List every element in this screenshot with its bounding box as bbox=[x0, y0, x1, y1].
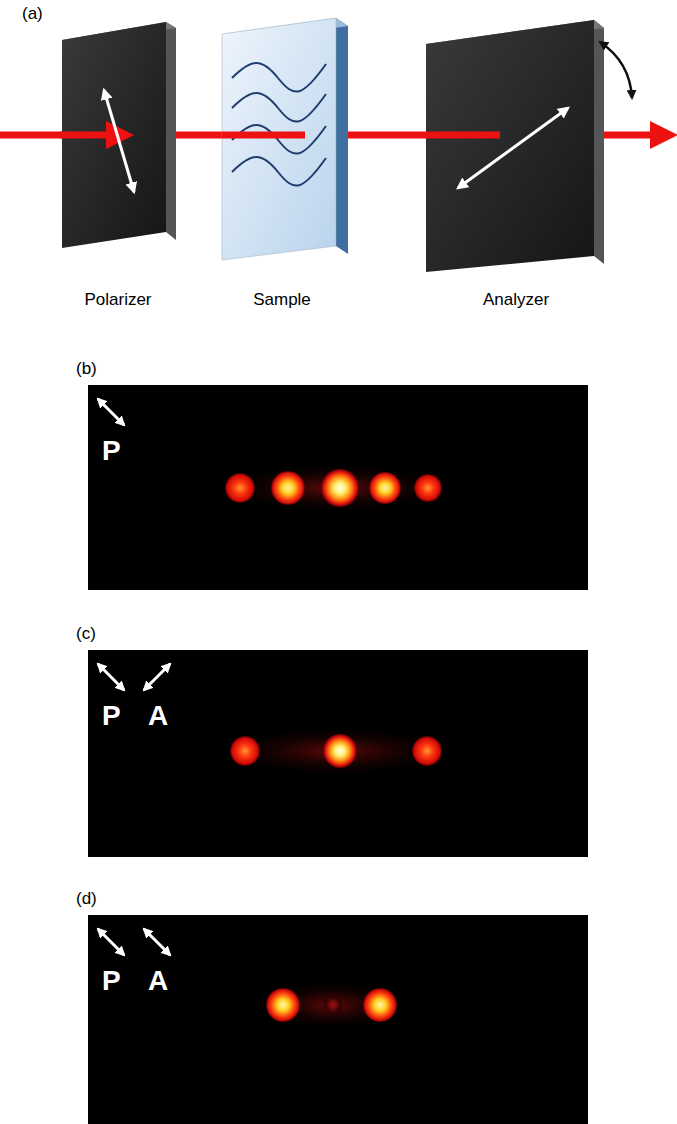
diffraction-pattern bbox=[88, 650, 588, 857]
diffraction-spot bbox=[369, 472, 401, 504]
diffraction-spot bbox=[225, 473, 255, 503]
polarizer-letter: P bbox=[102, 965, 121, 997]
panel-label: (c) bbox=[76, 624, 96, 644]
polarization-icon bbox=[98, 399, 124, 425]
laser-beam bbox=[176, 132, 222, 139]
diffraction-spot bbox=[324, 996, 342, 1014]
component-label: Polarizer bbox=[84, 290, 151, 310]
laser-beam bbox=[348, 132, 428, 139]
polarizer-letter: A bbox=[148, 965, 168, 997]
diffraction-pattern bbox=[88, 915, 588, 1124]
component-label: Analyzer bbox=[483, 290, 549, 310]
image-panel: (d)PA bbox=[88, 915, 588, 1124]
polarizer-letter: P bbox=[102, 700, 121, 732]
analyzer-plate bbox=[426, 20, 604, 272]
polarizer-letter: A bbox=[148, 700, 168, 732]
diffraction-glow bbox=[253, 979, 410, 1031]
diffraction-glow bbox=[215, 725, 457, 777]
diffraction-spot bbox=[363, 988, 397, 1022]
laser-beam bbox=[222, 132, 305, 139]
diffraction-spot bbox=[323, 734, 357, 768]
sample-plate bbox=[222, 18, 348, 260]
diffraction-spot bbox=[271, 471, 305, 505]
laser-beam bbox=[60, 132, 120, 139]
polarization-icon bbox=[144, 664, 170, 690]
polarization-icon bbox=[144, 929, 170, 955]
image-panel: (b)P bbox=[88, 385, 588, 590]
laser-beam bbox=[426, 132, 500, 139]
diffraction-pattern bbox=[88, 385, 588, 590]
rotation-arrow bbox=[600, 42, 632, 98]
panel-label: (a) bbox=[22, 4, 43, 24]
diffraction-spot bbox=[266, 988, 300, 1022]
diffraction-glow bbox=[210, 462, 458, 514]
laser-beam bbox=[0, 132, 120, 139]
optical-setup bbox=[0, 0, 677, 340]
diffraction-spot bbox=[230, 736, 260, 766]
polarization-icon bbox=[98, 929, 124, 955]
polarization-arrow bbox=[104, 90, 134, 192]
panel-label: (d) bbox=[76, 889, 97, 909]
diffraction-spot bbox=[412, 736, 442, 766]
laser-beam bbox=[604, 132, 664, 139]
image-panel: (c)PA bbox=[88, 650, 588, 857]
diffraction-spot bbox=[321, 469, 359, 507]
polarizer-letter: P bbox=[102, 435, 121, 467]
polarization-icon bbox=[98, 664, 124, 690]
diffraction-spot bbox=[414, 474, 442, 502]
polarization-arrow bbox=[458, 108, 568, 188]
panel-label: (b) bbox=[76, 359, 97, 379]
component-label: Sample bbox=[253, 290, 311, 310]
